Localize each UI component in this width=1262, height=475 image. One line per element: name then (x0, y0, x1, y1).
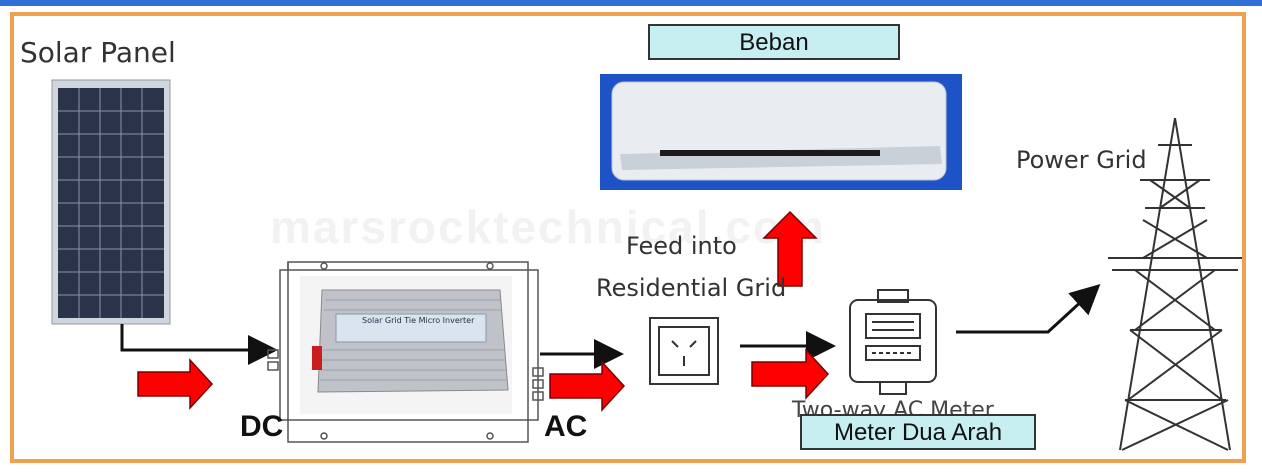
red-arrow-ac (549, 360, 626, 412)
red-arrow-dc (137, 358, 214, 410)
solar-panel-label: Solar Panel (20, 36, 176, 69)
beban-label: Beban (648, 24, 900, 60)
top-strip (0, 0, 1262, 6)
air-conditioner-image (600, 74, 962, 190)
feed-into-label: Feed into (626, 232, 737, 260)
meter-to-grid-line (956, 283, 1101, 334)
power-grid-label: Power Grid (1016, 146, 1147, 174)
dc-label: DC (240, 410, 284, 443)
solar-panel-image (51, 79, 171, 325)
inverter-brand-text: Solar Grid Tie Micro Inverter (362, 316, 475, 325)
inverter-image (300, 276, 512, 414)
power-tower-icon (1108, 117, 1242, 451)
meter-dua-arah-label: Meter Dua Arah (800, 414, 1036, 450)
socket-icon (649, 317, 719, 385)
red-arrow-up-beban (762, 210, 818, 287)
meter-icon (849, 289, 937, 395)
residential-grid-label: Residential Grid (596, 274, 787, 302)
watermark: marsrocktechnical.com (270, 201, 826, 253)
panel-to-inverter-line (120, 324, 278, 365)
inverter-frame (267, 261, 544, 443)
ac-label: AC (544, 410, 588, 443)
red-arrow-meter (751, 348, 830, 400)
